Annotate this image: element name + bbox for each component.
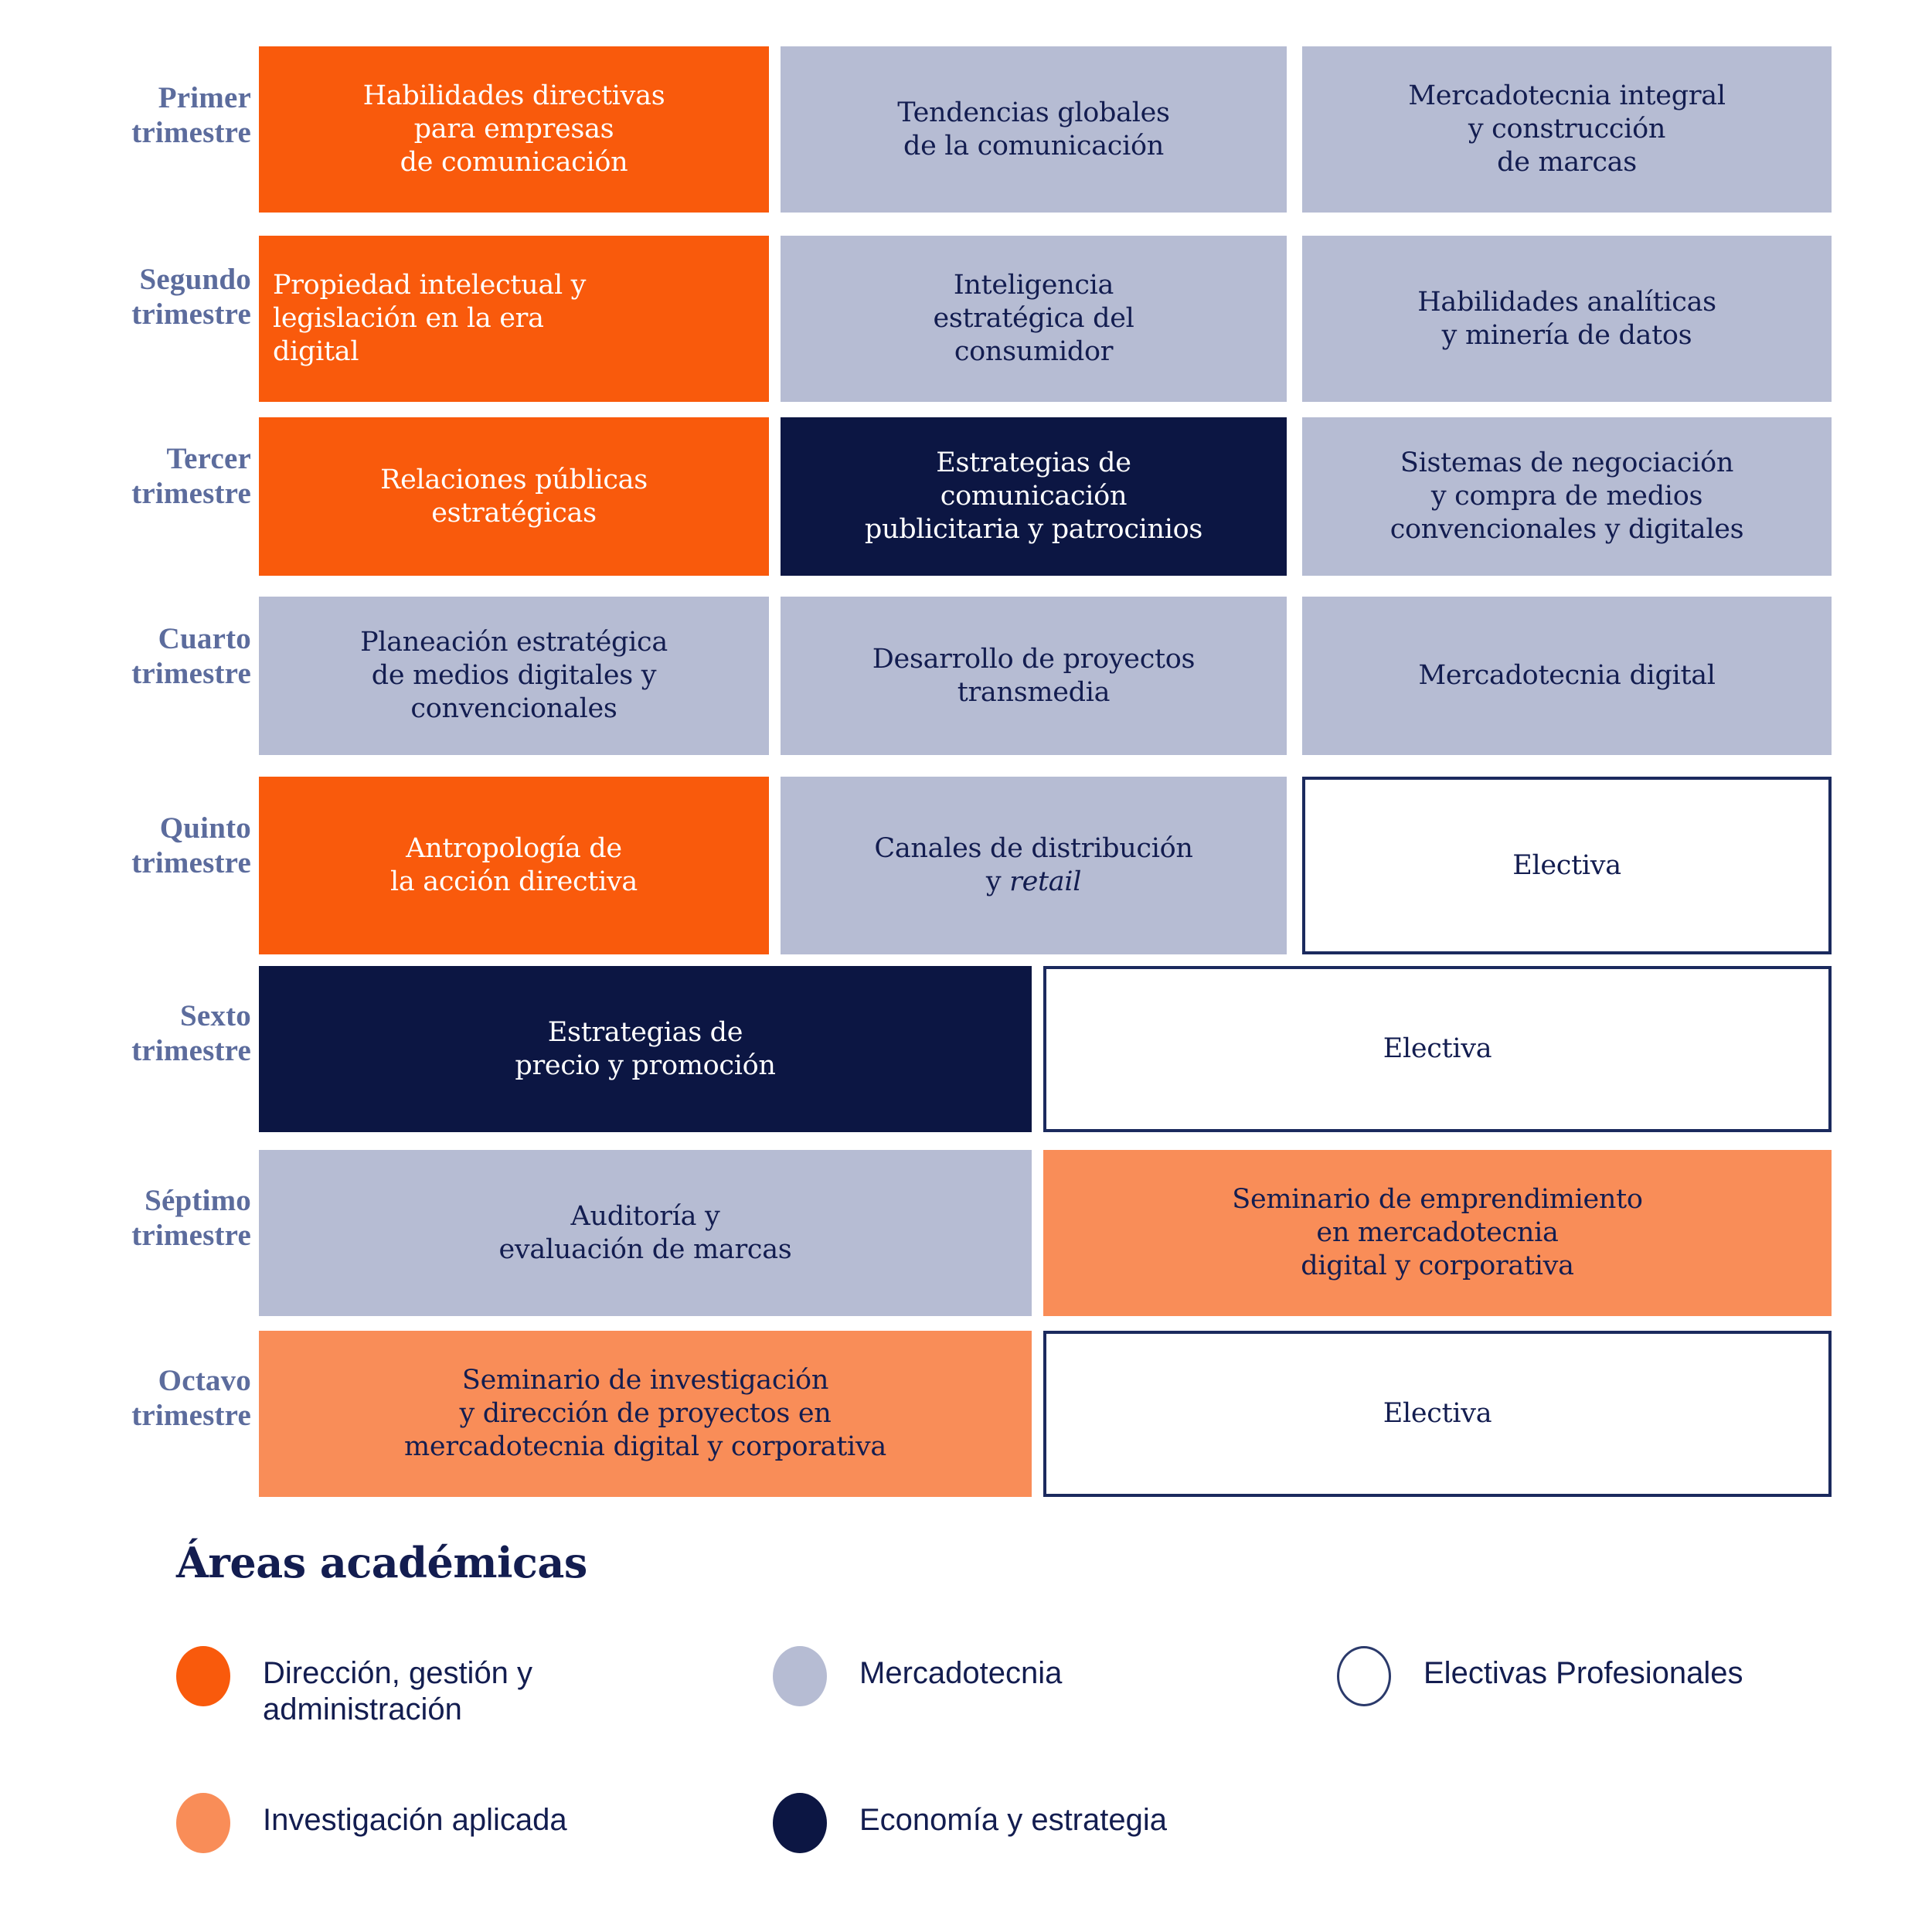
legend-label-direccion: Dirección, gestión y administración bbox=[263, 1656, 533, 1727]
trimester-label-7: Séptimo trimestre bbox=[131, 1184, 251, 1252]
course-cell-r7c1[interactable]: Auditoría y evaluación de marcas bbox=[259, 1150, 1032, 1316]
legend-item-mercadotecnia: Mercadotecnia bbox=[773, 1646, 1252, 1706]
trimester-label-6: Sexto trimestre bbox=[131, 999, 251, 1067]
course-cell-r1c2[interactable]: Tendencias globales de la comunicación bbox=[781, 46, 1287, 213]
course-cell-r3c1[interactable]: Relaciones públicas estratégicas bbox=[259, 417, 769, 576]
course-cell-r4c3[interactable]: Mercadotecnia digital bbox=[1302, 597, 1832, 755]
legend-label-electivas: Electivas Profesionales bbox=[1423, 1656, 1743, 1690]
course-cell-r2c2[interactable]: Inteligencia estratégica del consumidor bbox=[781, 236, 1287, 402]
course-cell-r4c2[interactable]: Desarrollo de proyectos transmedia bbox=[781, 597, 1287, 755]
trimester-label-8: Octavo trimestre bbox=[131, 1364, 251, 1432]
course-cell-r6c1[interactable]: Estrategias de precio y promoción bbox=[259, 966, 1032, 1132]
trimester-label-5: Quinto trimestre bbox=[131, 811, 251, 879]
course-cell-r3c2[interactable]: Estrategias de comunicación publicitaria… bbox=[781, 417, 1287, 576]
legend-label-investigacion: Investigación aplicada bbox=[263, 1803, 567, 1837]
legend-title: Áreas académicas bbox=[176, 1538, 587, 1587]
course-cell-r6c2-electiva[interactable]: Electiva bbox=[1043, 966, 1832, 1132]
legend-swatch-electivas-icon bbox=[1337, 1646, 1391, 1706]
course-cell-r3c3[interactable]: Sistemas de negociación y compra de medi… bbox=[1302, 417, 1832, 576]
trimester-label-3: Tercer trimestre bbox=[131, 442, 251, 510]
legend-item-investigacion: Investigación aplicada bbox=[176, 1793, 655, 1853]
course-cell-r4c1[interactable]: Planeación estratégica de medios digital… bbox=[259, 597, 769, 755]
course-cell-r5c3-electiva[interactable]: Electiva bbox=[1302, 777, 1832, 954]
course-text: Canales de distribución y retail bbox=[874, 832, 1193, 898]
course-text-main: Canales de distribución y bbox=[874, 833, 1193, 897]
course-cell-r1c1[interactable]: Habilidades directivas para empresas de … bbox=[259, 46, 769, 213]
course-cell-r2c1[interactable]: Propiedad intelectual y legislación en l… bbox=[259, 236, 769, 402]
course-cell-r8c1[interactable]: Seminario de investigación y dirección d… bbox=[259, 1331, 1032, 1497]
course-cell-r5c2[interactable]: Canales de distribución y retail bbox=[781, 777, 1287, 954]
course-cell-r8c2-electiva[interactable]: Electiva bbox=[1043, 1331, 1832, 1497]
legend-swatch-mercadotecnia-icon bbox=[773, 1646, 827, 1706]
legend-swatch-investigacion-icon bbox=[176, 1793, 230, 1853]
trimester-label-2: Segundo trimestre bbox=[131, 263, 251, 331]
legend-item-direccion: Dirección, gestión y administración bbox=[176, 1646, 655, 1728]
course-cell-r5c1[interactable]: Antropología de la acción directiva bbox=[259, 777, 769, 954]
legend-label-mercadotecnia: Mercadotecnia bbox=[859, 1656, 1063, 1690]
legend-item-electivas: Electivas Profesionales bbox=[1337, 1646, 1878, 1706]
legend-swatch-direccion-icon bbox=[176, 1646, 230, 1706]
legend-label-economia: Economía y estrategia bbox=[859, 1803, 1167, 1837]
legend-item-economia: Economía y estrategia bbox=[773, 1793, 1252, 1853]
trimester-label-4: Cuarto trimestre bbox=[131, 622, 251, 690]
trimester-label-1: Primer trimestre bbox=[131, 81, 251, 149]
course-cell-r1c3[interactable]: Mercadotecnia integral y construcción de… bbox=[1302, 46, 1832, 213]
course-cell-r2c3[interactable]: Habilidades analíticas y minería de dato… bbox=[1302, 236, 1832, 402]
course-cell-r7c2[interactable]: Seminario de emprendimiento en mercadote… bbox=[1043, 1150, 1832, 1316]
legend-swatch-economia-icon bbox=[773, 1793, 827, 1853]
course-text-italic: retail bbox=[1009, 866, 1082, 897]
